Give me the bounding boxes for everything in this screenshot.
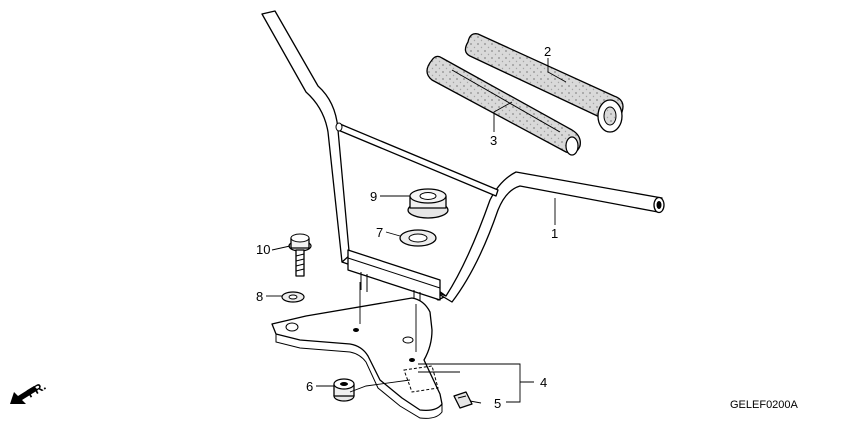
callout-6: 6 — [306, 379, 313, 394]
callout-5: 5 — [494, 396, 501, 411]
handlebar-holder — [271, 297, 443, 419]
bolt-10 — [288, 233, 312, 277]
grip-upper — [464, 33, 624, 133]
grip-lower — [426, 55, 581, 156]
callout-9: 9 — [370, 189, 377, 204]
washer-8 — [281, 291, 305, 303]
nut-9 — [407, 188, 449, 219]
clip-5 — [453, 391, 473, 409]
handlebar — [261, 10, 665, 314]
callout-10: 10 — [256, 242, 270, 257]
washer-7 — [399, 229, 437, 247]
callout-1: 1 — [551, 226, 558, 241]
diagram-code: GELEF0200A — [730, 399, 799, 411]
callout-2: 2 — [544, 44, 551, 59]
front-label: FR. — [25, 379, 49, 401]
callout-4: 4 — [540, 375, 547, 390]
callout-7: 7 — [376, 225, 383, 240]
nut-6 — [333, 378, 355, 402]
callout-3: 3 — [490, 133, 497, 148]
callout-8: 8 — [256, 289, 263, 304]
leader-lines — [266, 58, 567, 404]
callouts: 2 3 1 9 7 10 8 6 5 4 — [256, 44, 558, 411]
front-direction-arrow: FR. — [10, 379, 48, 404]
